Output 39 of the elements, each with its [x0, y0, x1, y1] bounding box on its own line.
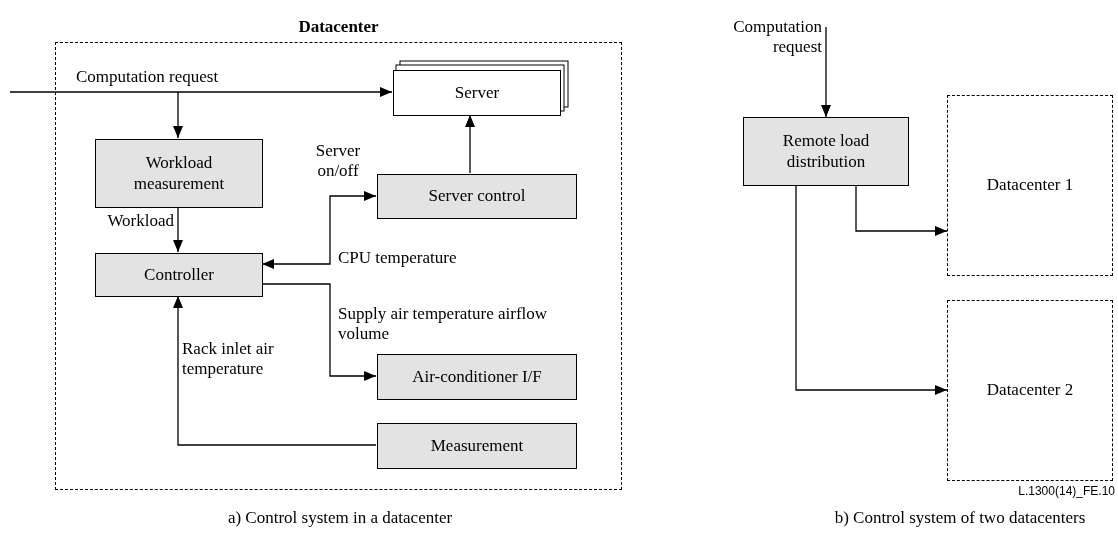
figure-caption: b) Control system of two datacenters — [833, 508, 1087, 529]
box-label: Datacenter 1 — [985, 175, 1075, 196]
process-box — [95, 139, 263, 208]
group-title: Datacenter — [297, 16, 380, 38]
arrow — [173, 295, 377, 446]
process-box — [377, 174, 577, 219]
box-label: Controller — [143, 264, 215, 286]
arrow — [855, 185, 948, 236]
arrow — [465, 114, 475, 174]
arrow — [173, 206, 183, 253]
box-label: Air-conditioner I/F — [411, 366, 543, 388]
figure-id: L.1300(14)_FE.10 — [1017, 484, 1115, 499]
edge-label: Workload — [106, 211, 174, 232]
arrow — [9, 87, 393, 97]
arrow — [261, 283, 377, 381]
edge-label: Rack inlet air temperature — [182, 339, 275, 380]
arrow — [795, 185, 948, 395]
figure-caption: a) Control system in a datacenter — [226, 508, 454, 529]
datacenter-box — [947, 300, 1113, 481]
process-box — [377, 423, 577, 469]
arrow — [173, 91, 183, 139]
process-box — [393, 70, 561, 116]
edge-label: Server on/off — [314, 141, 362, 182]
box-label: Server — [453, 82, 501, 104]
arrow — [261, 191, 377, 269]
process-box — [743, 117, 909, 186]
edge-label: Supply air temperature airflow volume — [338, 304, 549, 345]
edge-label: Computation request — [732, 17, 822, 58]
datacenter-box — [947, 95, 1113, 276]
signal-label: CPU temperature — [338, 248, 458, 269]
box-label: Datacenter 2 — [985, 380, 1075, 401]
process-box — [377, 354, 577, 400]
process-box — [95, 253, 263, 297]
edge-label: Computation request — [76, 67, 220, 88]
box-label: Measurement — [429, 435, 525, 457]
box-label: Workload measurement — [132, 153, 226, 194]
box-label: Server control — [427, 186, 527, 207]
box-label: Remote load distribution — [781, 131, 871, 172]
arrow — [821, 26, 831, 118]
